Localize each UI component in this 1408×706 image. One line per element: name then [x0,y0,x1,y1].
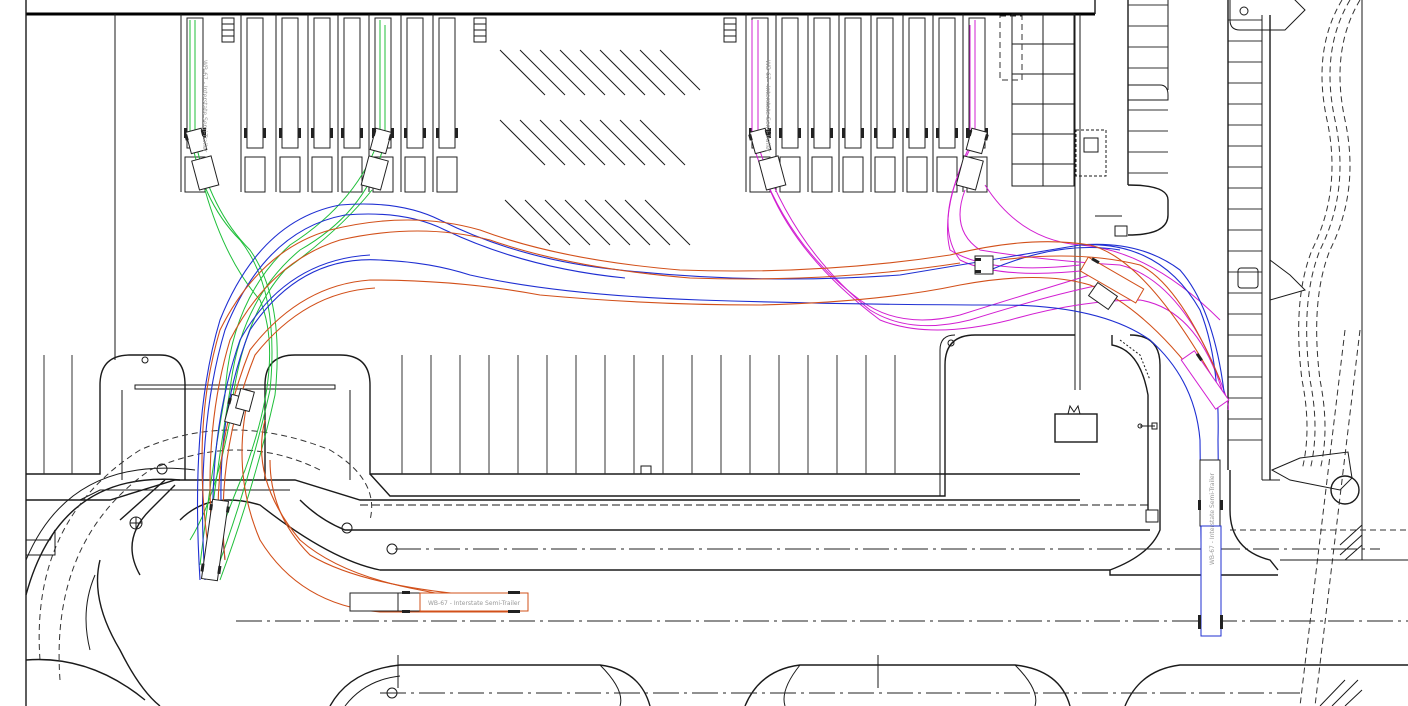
dock-trailer [870,14,896,193]
dock-trailer [240,14,266,193]
dock-trailer [307,14,333,193]
parking-field [26,334,1080,497]
building-outline [25,0,1096,706]
dock-trailer [902,14,928,193]
dock-trailer [432,14,458,193]
dock-trailer [400,14,426,193]
dock-trailer [838,14,864,193]
exit-truck-blue-label: WB-67 - Interstate Semi-Trailer [1209,472,1216,565]
design-trucks: WB-67 - Interstate Semi-Trailer [184,127,1230,637]
dock-stairs [221,17,737,43]
hatched-area [499,49,701,246]
site-entry-drive [25,215,1408,706]
vehicle-label-east: WB-67 - Interstate Semi-Trailer [764,60,771,153]
vehicle-label-west: WB-67 - Interstate Semi-Trailer [201,60,208,153]
dock-trailer [932,14,958,193]
turning-paths-orange [201,219,1226,613]
dock-trailer [275,14,301,193]
dock-trailer [807,14,833,193]
exit-truck-blue [1198,459,1223,637]
east-side-parking [999,0,1363,706]
dock-trailers-east [745,14,988,193]
dock-trailer [337,14,363,193]
exit-truck-orange-label: WB-67 - Interstate Semi-Trailer [428,600,521,607]
exit-truck-orange: WB-67 - Interstate Semi-Trailer [349,591,529,613]
dock-trailers-west [180,14,458,193]
